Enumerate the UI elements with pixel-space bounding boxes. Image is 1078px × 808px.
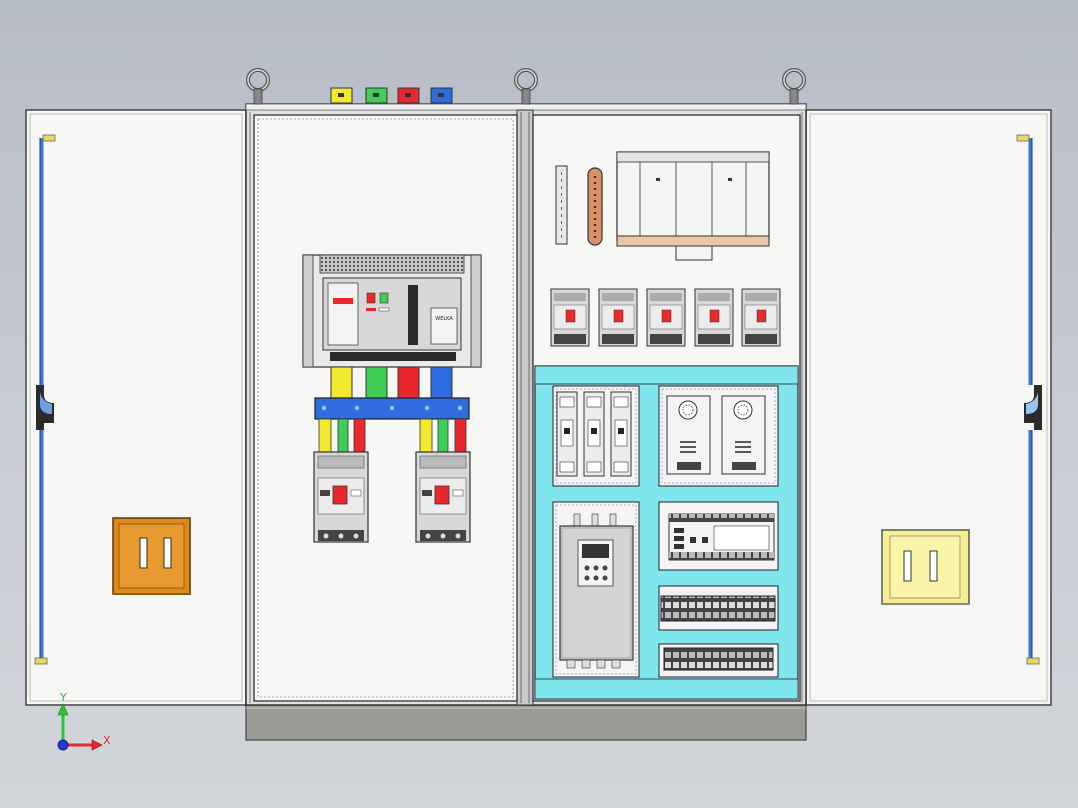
right-door[interactable] (805, 109, 1052, 706)
branch-breaker (598, 288, 638, 347)
ground-bar (587, 167, 603, 246)
relay-terminal-row (660, 595, 776, 622)
branch-breaker (694, 288, 734, 347)
left-door-lock-icon[interactable] (112, 517, 191, 595)
terminal-strip (555, 165, 568, 245)
branch-breaker (741, 288, 781, 347)
contactor (610, 391, 632, 477)
branch-busbars (318, 418, 467, 460)
left-door-rod (34, 134, 56, 665)
cabinet-plinth (245, 704, 807, 741)
branch-breaker (646, 288, 686, 347)
top-phase-terminals (330, 87, 453, 104)
feeder-mccb-1[interactable] (313, 451, 369, 543)
right-bay (532, 114, 801, 702)
axis-x-label: X (103, 734, 111, 747)
lifting-eye-icon (514, 68, 538, 105)
terminal-block-row (663, 647, 774, 671)
lifting-eye-icon (782, 68, 806, 105)
branch-breaker (550, 288, 590, 347)
left-door[interactable] (25, 109, 247, 706)
contactor-group[interactable] (556, 391, 632, 477)
axis-y-label: Y (59, 691, 67, 704)
feeder-mccb-2[interactable] (415, 451, 471, 543)
top-device-block (616, 151, 770, 261)
branch-breaker-row[interactable] (550, 288, 781, 347)
busbar-support (314, 397, 470, 420)
power-supply-1 (666, 395, 711, 475)
lifting-eye-icon (246, 68, 270, 105)
contactor (583, 391, 605, 477)
breaker-brand-label: WELKA (435, 316, 453, 322)
power-supply-2 (721, 395, 766, 475)
right-door-lock-icon[interactable] (881, 529, 970, 605)
axis-triad: Y X (57, 691, 111, 751)
variable-frequency-drive[interactable] (559, 513, 634, 669)
contactor (556, 391, 578, 477)
left-bay: WELKA (253, 114, 518, 702)
right-door-rod (1016, 134, 1042, 665)
phase-busbars (330, 366, 453, 400)
plc-controller[interactable] (668, 513, 775, 561)
main-air-circuit-breaker[interactable]: WELKA (302, 254, 482, 368)
